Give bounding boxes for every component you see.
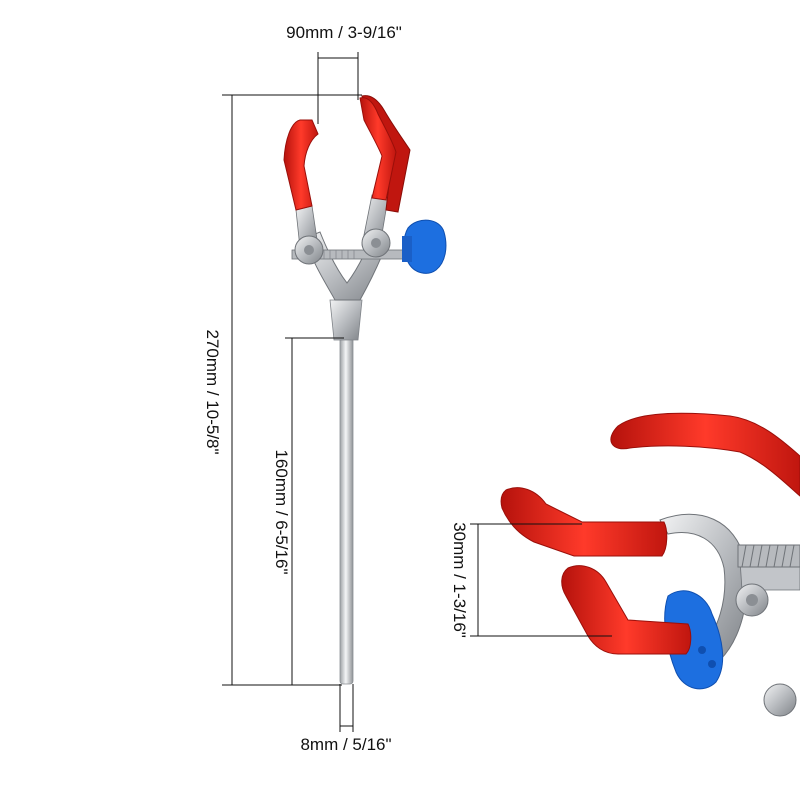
clamp-main-view xyxy=(283,95,447,685)
dimension-jaw-gap: 30mm / 1-3/16" xyxy=(450,522,612,638)
rod-length-label: 160mm / 6-5/16" xyxy=(272,449,291,574)
detail-red-grip-lower xyxy=(561,565,692,655)
support-rod xyxy=(339,299,354,685)
dimension-rod-length: 160mm / 6-5/16" xyxy=(272,337,344,685)
detail-red-grip-rear xyxy=(610,412,800,497)
jaw-opening-label: 90mm / 3-9/16" xyxy=(286,23,402,42)
right-red-grip-front xyxy=(359,97,397,201)
detail-pivot-lower xyxy=(763,683,797,717)
dimension-total-length: 270mm / 10-5/8" xyxy=(203,94,362,686)
dimension-rod-diameter: 8mm / 5/16" xyxy=(300,684,392,754)
left-red-grip xyxy=(283,119,319,211)
clamp-detail-view xyxy=(500,412,800,717)
rod-diameter-label: 8mm / 5/16" xyxy=(300,735,391,754)
detail-red-grip-upper xyxy=(500,487,668,557)
detail-screw-thread xyxy=(737,544,800,568)
rod-collar xyxy=(329,299,363,341)
dimension-jaw-opening: 90mm / 3-9/16" xyxy=(286,23,402,124)
jaw-gap-label: 30mm / 1-3/16" xyxy=(450,522,469,638)
total-length-label: 270mm / 10-5/8" xyxy=(203,329,222,454)
